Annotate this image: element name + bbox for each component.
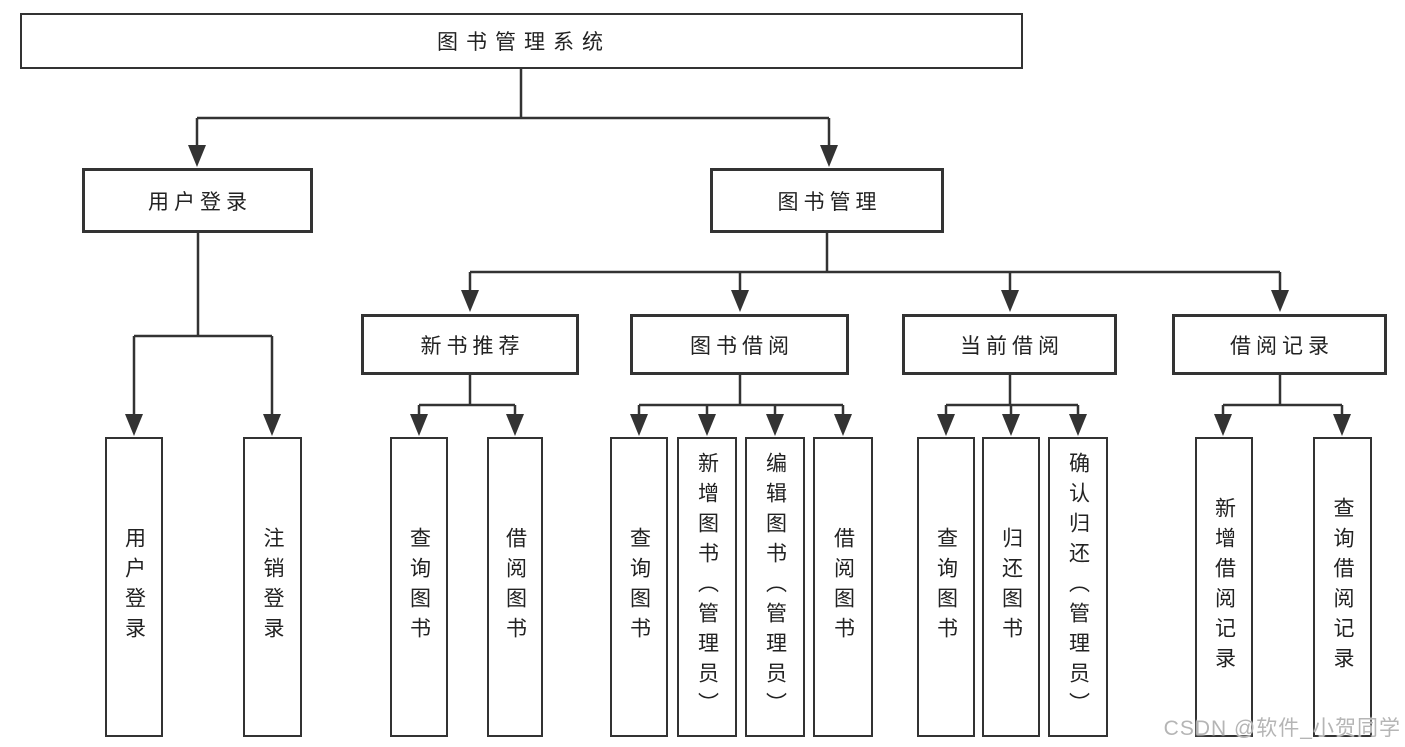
leaf-label: 编辑图书（管理员） xyxy=(763,452,787,722)
arrow-down-icon xyxy=(820,145,838,167)
connector-current-borrow-children xyxy=(944,375,1080,415)
arrow-down-icon xyxy=(766,414,784,436)
leaf-query-books-current: 查询图书 xyxy=(917,437,975,737)
arrow-down-icon xyxy=(125,414,143,436)
node-label: 图书管理 xyxy=(777,190,882,214)
node-label: 当前借阅 xyxy=(960,334,1064,358)
leaf-label: 查询图书 xyxy=(407,527,431,647)
arrow-down-icon xyxy=(263,414,281,436)
leaf-logout: 注销登录 xyxy=(243,437,302,737)
node-current-borrow: 当前借阅 xyxy=(902,314,1117,375)
leaf-borrow-books-recommend: 借阅图书 xyxy=(487,437,543,737)
leaf-confirm-return-admin: 确认归还（管理员） xyxy=(1048,437,1108,737)
leaf-label: 查询图书 xyxy=(934,527,958,647)
node-label: 图书借阅 xyxy=(690,334,794,358)
connector-book-borrow-children xyxy=(637,375,845,415)
arrow-down-icon xyxy=(834,414,852,436)
leaf-label: 新增图书（管理员） xyxy=(695,452,719,722)
leaf-label: 归还图书 xyxy=(999,527,1023,647)
connector-book-mgmt-children xyxy=(468,233,1282,292)
leaf-label: 借阅图书 xyxy=(503,527,527,647)
arrow-down-icon xyxy=(937,414,955,436)
node-label: 图书管理系统 xyxy=(437,31,611,54)
leaf-label: 注销登录 xyxy=(261,527,284,647)
arrow-down-icon xyxy=(1333,414,1351,436)
node-book-management: 图书管理 xyxy=(710,168,944,233)
node-root-system: 图书管理系统 xyxy=(20,13,1023,69)
arrow-down-icon xyxy=(1214,414,1232,436)
leaf-label: 查询图书 xyxy=(627,527,651,647)
arrow-down-icon xyxy=(1271,290,1289,312)
arrow-down-icon xyxy=(461,290,479,312)
connector-root-to-level2 xyxy=(195,69,831,147)
leaf-label: 借阅图书 xyxy=(831,527,855,647)
arrow-down-icon xyxy=(698,414,716,436)
leaf-add-borrow-record: 新增借阅记录 xyxy=(1195,437,1253,737)
arrow-down-icon xyxy=(188,145,206,167)
leaf-borrow-books: 借阅图书 xyxy=(813,437,873,737)
node-label: 新书推荐 xyxy=(420,334,525,358)
node-label: 用户登录 xyxy=(148,190,252,214)
leaf-query-books-borrow: 查询图书 xyxy=(610,437,668,737)
leaf-label: 查询借阅记录 xyxy=(1331,497,1354,677)
leaf-label: 新增借阅记录 xyxy=(1212,497,1236,677)
leaf-label: 确认归还（管理员） xyxy=(1066,452,1090,722)
leaf-user-login: 用户登录 xyxy=(105,437,163,737)
csdn-watermark: CSDN @软件_小贺同学 xyxy=(1163,717,1401,740)
node-user-login: 用户登录 xyxy=(82,168,313,233)
leaf-return-books: 归还图书 xyxy=(982,437,1040,737)
connector-new-book-children xyxy=(417,375,517,415)
leaf-query-books-recommend: 查询图书 xyxy=(390,437,448,737)
connector-user-login-children xyxy=(132,233,274,415)
node-borrow-records: 借阅记录 xyxy=(1172,314,1387,375)
leaf-edit-books-admin: 编辑图书（管理员） xyxy=(745,437,805,737)
leaf-add-books-admin: 新增图书（管理员） xyxy=(677,437,737,737)
arrow-down-icon xyxy=(731,290,749,312)
connector-borrow-records-children xyxy=(1221,375,1344,415)
arrow-down-icon xyxy=(1001,290,1019,312)
leaf-label: 用户登录 xyxy=(122,527,146,647)
node-label: 借阅记录 xyxy=(1230,334,1334,358)
arrow-down-icon xyxy=(1002,414,1020,436)
arrow-down-icon xyxy=(410,414,428,436)
arrow-down-icon xyxy=(506,414,524,436)
leaf-query-borrow-record: 查询借阅记录 xyxy=(1313,437,1372,737)
arrow-down-icon xyxy=(1069,414,1087,436)
node-book-borrow: 图书借阅 xyxy=(630,314,849,375)
arrow-down-icon xyxy=(630,414,648,436)
node-new-book-recommend: 新书推荐 xyxy=(361,314,579,375)
